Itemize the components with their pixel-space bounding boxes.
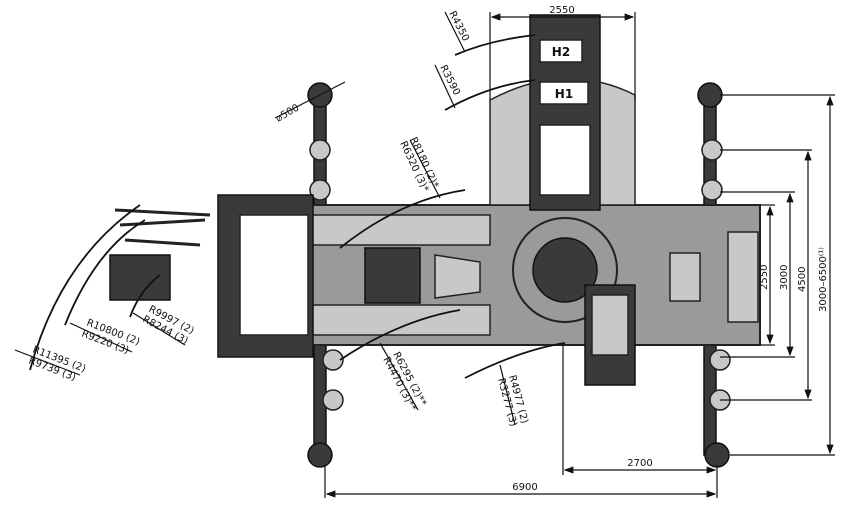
radius-arc-6295 [339,309,461,361]
outrigger-pad-icon [704,442,730,468]
dim-2550: 2550 [759,265,770,290]
jib-assembly [109,208,211,301]
outrigger-pad-icon [697,82,723,108]
radius-arc-10800 [64,219,146,326]
outrigger-front [307,82,344,468]
radius-arc-11395 [29,204,141,371]
radius-arc-8180 [339,189,466,249]
h2-box [539,39,583,63]
dim-top-width: 2550 [549,5,574,16]
radius-arc-4977 [464,342,566,379]
radius-arc-4350 [454,34,536,56]
outrigger-pad-icon [307,442,333,468]
pad-diameter-label: ⌀500 [274,103,301,125]
driver-cab [217,194,314,358]
dim-4500: 4500 [797,267,808,292]
h2-label: H2 [552,45,570,59]
h1-box [539,81,589,105]
radius-label: R4350 [446,9,471,43]
radius-label: R3590 [437,63,462,97]
carrier-body [229,204,761,346]
dim-6900: 6900 [512,482,537,493]
dim-2700: 2700 [627,458,652,469]
dim-3000: 3000 [779,265,790,290]
radius-arc-9997 [129,274,161,318]
dim-outrigger-span: 3000–6500⁽¹⁾ [818,247,829,312]
h1-label: H1 [555,87,573,101]
